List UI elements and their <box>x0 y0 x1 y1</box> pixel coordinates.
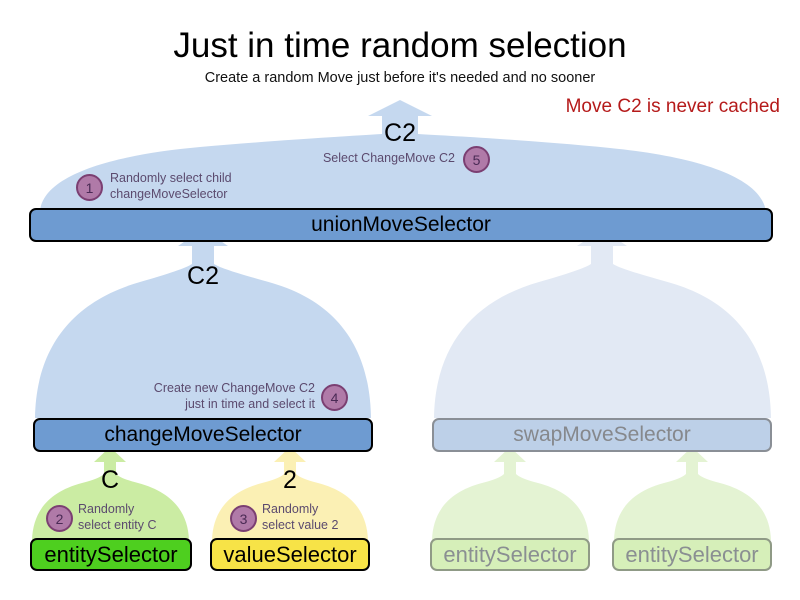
step-5-line-1: Select ChangeMove C2 <box>322 151 455 165</box>
value-output-label: 2 <box>283 466 297 494</box>
step-3-badge: 3 <box>230 505 257 532</box>
page-title: Just in time random selection <box>173 26 627 65</box>
union-output-arrow <box>40 100 766 212</box>
step-4-line-1: Create new ChangeMove C2 <box>153 381 315 395</box>
step-2-badge: 2 <box>46 505 73 532</box>
step-1-note: Randomly select child changeMoveSelector <box>110 171 340 202</box>
node-change-move-selector[interactable]: changeMoveSelector <box>33 418 373 452</box>
step-3-line-2: select value 2 <box>262 517 339 532</box>
step-3-note: Randomly select value 2 <box>262 502 382 533</box>
step-2-line-1: Randomly <box>78 502 135 516</box>
step-4-note: Create new ChangeMove C2 just in time an… <box>100 381 315 412</box>
change-to-union-arrow <box>35 229 371 418</box>
step-1-line-1: Randomly select child <box>110 171 232 185</box>
step-4-line-2: just in time and select it <box>185 396 315 411</box>
step-3-line-1: Randomly <box>262 502 319 516</box>
step-2-line-2: select entity C <box>78 517 157 532</box>
entity-output-label: C <box>100 466 120 494</box>
node-value-selector-change[interactable]: valueSelector <box>210 538 370 571</box>
node-entity-selector-swap-left[interactable]: entitySelector <box>430 538 590 571</box>
change-to-union-label: C2 <box>187 262 219 290</box>
union-output-label: C2 <box>384 119 416 147</box>
step-5-badge: 5 <box>463 146 490 173</box>
step-1-line-2: changeMoveSelector <box>110 186 228 201</box>
step-4-badge: 4 <box>321 384 348 411</box>
page-subtitle: Create a random Move just before it's ne… <box>204 70 596 86</box>
warning-note: Move C2 is never cached <box>565 96 780 117</box>
step-2-note: Randomly select entity C <box>78 502 198 533</box>
node-union-move-selector[interactable]: unionMoveSelector <box>29 208 773 242</box>
node-entity-selector-swap-right[interactable]: entitySelector <box>612 538 772 571</box>
step-5-note: Select ChangeMove C2 <box>250 151 455 167</box>
node-swap-move-selector[interactable]: swapMoveSelector <box>432 418 772 452</box>
swap-to-union-arrow <box>434 229 771 418</box>
entity-swap-left-arrow <box>432 447 589 540</box>
entity-swap-right-arrow <box>614 447 771 540</box>
step-1-badge: 1 <box>76 174 103 201</box>
node-entity-selector-change[interactable]: entitySelector <box>30 538 192 571</box>
